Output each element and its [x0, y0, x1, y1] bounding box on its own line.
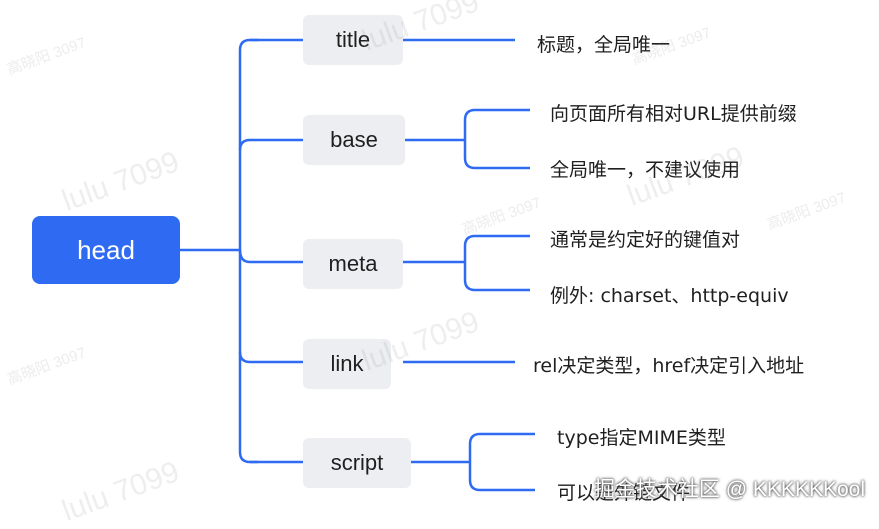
leaf-meta-keyvalue: 通常是约定好的键值对: [550, 229, 741, 251]
node-script: script: [303, 438, 411, 488]
leaf-spine-base: [405, 108, 530, 170]
leaf-link-rel-href: rel决定类型，href决定引入地址: [533, 355, 805, 377]
connector-lines: [180, 38, 535, 492]
trunk-spine: [238, 38, 258, 464]
leaf-script-external: 可以是外链文件: [557, 482, 691, 504]
leaf-meta-exception: 例外: charset、http-equiv: [550, 285, 789, 307]
leaf-title-unique: 标题，全局唯一: [537, 34, 671, 56]
leaf-script-type: type指定MIME类型: [557, 427, 726, 449]
mindmap: head title base meta link script 标题，全局唯一…: [5, 0, 865, 528]
node-meta: meta: [303, 239, 403, 289]
leaf-spine-script: [403, 432, 535, 492]
node-title: title: [303, 15, 403, 65]
branch-meta: [238, 249, 303, 264]
branch-link: [238, 351, 303, 364]
node-link: link: [303, 339, 391, 389]
root-node-head: head: [32, 216, 180, 284]
leaf-spine-meta: [403, 234, 530, 292]
footer-watermark: 掘金技术社区 @ KKKKKKool: [593, 478, 865, 501]
leaf-base-prefix: 向页面所有相对URL提供前缀: [550, 103, 797, 125]
branch-base: [238, 138, 303, 151]
leaf-base-unique: 全局唯一，不建议使用: [550, 159, 741, 181]
node-base: base: [303, 115, 405, 165]
